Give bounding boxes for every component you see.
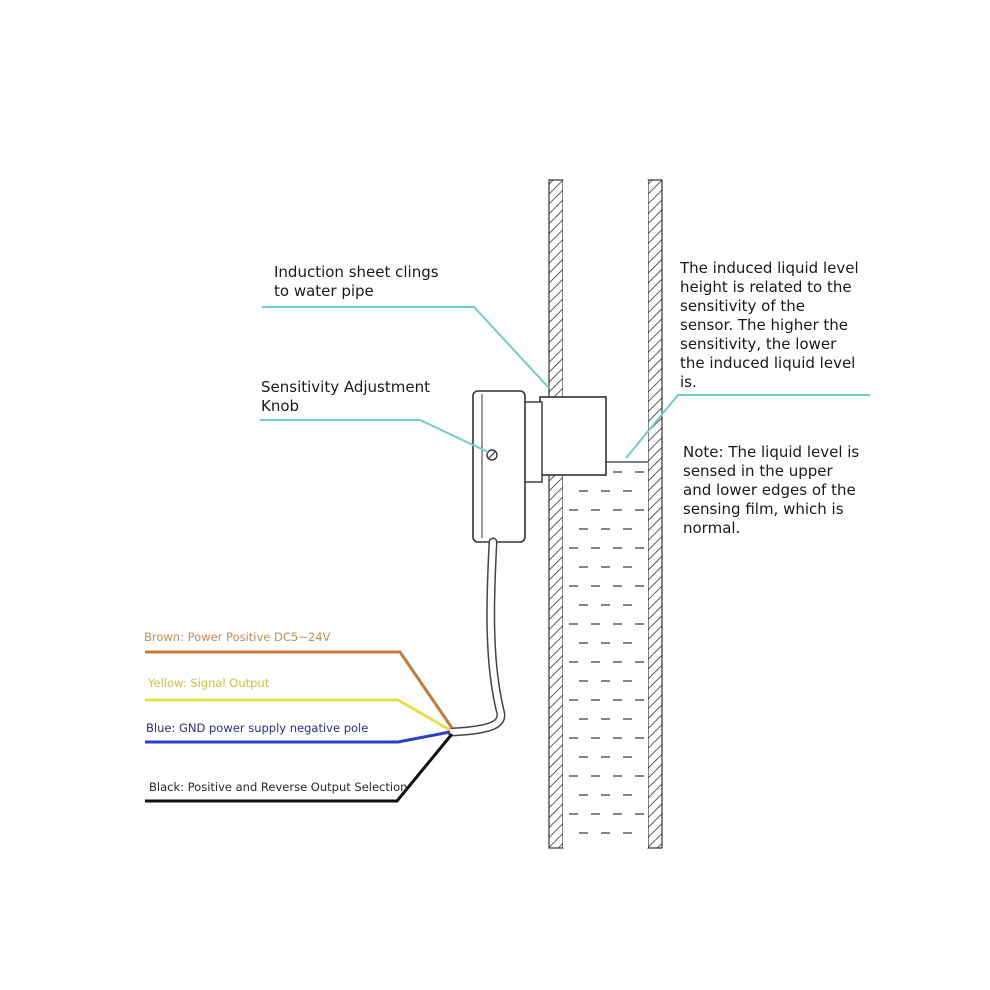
wire-black [145, 733, 454, 803]
pipe-left-wall [548, 179, 564, 849]
callout-liquid-level-height: The induced liquid level height is relat… [680, 259, 859, 392]
callout-line: to water pipe [274, 282, 374, 300]
sensitivity-knob-icon [486, 449, 498, 461]
callout-leader-lines [260, 306, 870, 459]
wire-brown [145, 650, 454, 729]
callout-sensitivity-knob: Sensitivity Adjustment Knob [261, 378, 430, 416]
wire-label-yellow: Yellow: Signal Output [148, 676, 270, 690]
callout-line: normal. [683, 519, 741, 537]
callout-line: sensitivity, the lower [680, 335, 837, 353]
callout-line: Induction sheet clings [274, 263, 439, 281]
pipe-interior [563, 180, 648, 848]
leader-induction-sheet [262, 306, 550, 389]
sensor-body [472, 390, 607, 543]
callout-note: Note: The liquid level is sensed in the … [683, 443, 859, 538]
wire-label-blue: Blue: GND power supply negative pole [146, 721, 369, 735]
leader-sensitivity-knob [260, 419, 489, 453]
pipe-right-wall [647, 179, 663, 849]
callout-line: the induced liquid level [680, 354, 856, 372]
callout-line: sensor. The higher the [680, 316, 849, 334]
wire-blue [145, 730, 451, 744]
water-pipe [548, 179, 663, 849]
callout-induction-sheet: Induction sheet clings to water pipe [274, 263, 439, 301]
callout-line: sensed in the upper [683, 462, 833, 480]
callout-line: Sensitivity Adjustment [261, 378, 430, 396]
sensor-clamp [539, 396, 607, 476]
callout-line: Note: The liquid level is [683, 443, 860, 461]
sensor-housing [472, 390, 526, 543]
callout-line: is. [680, 373, 697, 391]
wire-label-black: Black: Positive and Reverse Output Selec… [149, 780, 408, 794]
wire-group [145, 650, 454, 803]
callout-line: sensitivity of the [680, 297, 805, 315]
callout-line: and lower edges of the [683, 481, 856, 499]
wire-label-brown: Brown: Power Positive DC5~24V [144, 630, 331, 644]
callout-line: sensing film, which is [683, 500, 844, 518]
callout-line: The induced liquid level [680, 259, 859, 277]
callout-line: Knob [261, 397, 300, 415]
wire-yellow [145, 698, 451, 732]
callout-line: height is related to the [680, 278, 852, 296]
leader-liquid-level-height [625, 394, 870, 459]
